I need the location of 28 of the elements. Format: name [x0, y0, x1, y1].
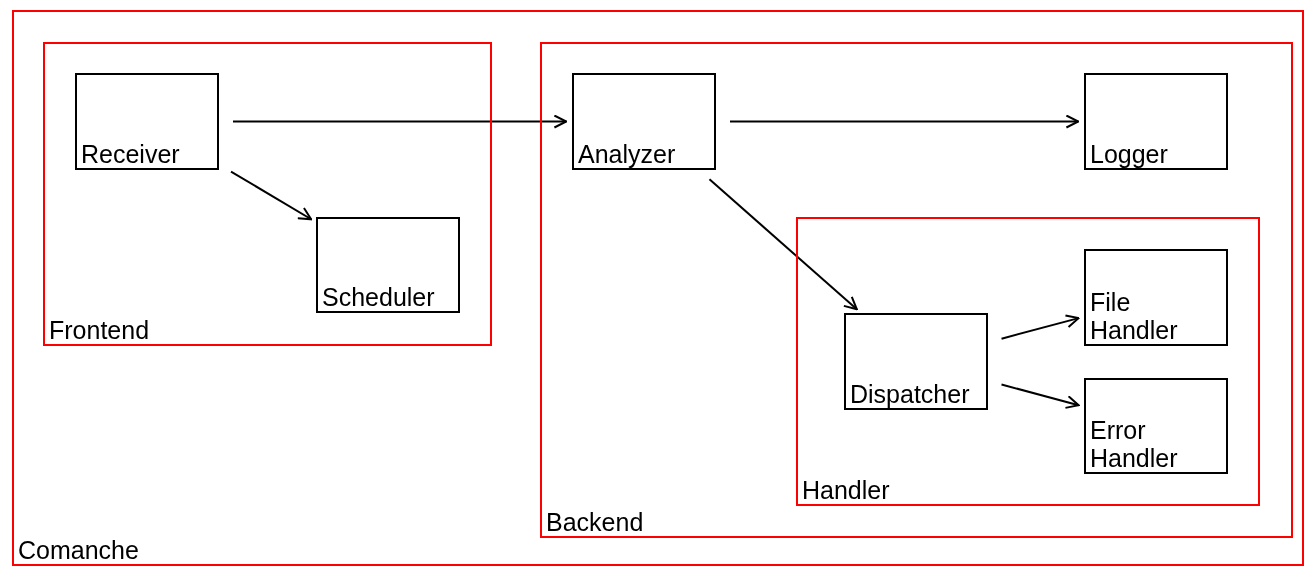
container-box: [12, 10, 1304, 566]
node-label: File Handler: [1090, 288, 1179, 344]
component-box: [1084, 249, 1228, 346]
arrow: [708, 178, 858, 311]
group-label: Handler: [802, 476, 890, 504]
container-box: [43, 42, 492, 346]
component-box: [316, 217, 460, 313]
node-label: Scheduler: [322, 283, 435, 311]
arrow: [230, 170, 313, 221]
container-box: [796, 217, 1260, 506]
component-box: [844, 313, 988, 410]
node-label: Error Handler: [1090, 416, 1179, 472]
arrow: [232, 114, 568, 129]
component-box: [75, 73, 219, 170]
arrow: [1000, 383, 1080, 409]
node-label: Dispatcher: [850, 380, 970, 408]
arrow: [729, 114, 1080, 129]
group-label: Frontend: [49, 316, 150, 344]
arrow: [1000, 314, 1080, 340]
node-label: Receiver: [81, 140, 180, 168]
container-box: [540, 42, 1293, 538]
node-label: Logger: [1090, 140, 1168, 168]
group-label: Comanche: [18, 536, 139, 564]
component-box: [1084, 73, 1228, 170]
node-label: Analyzer: [578, 140, 676, 168]
group-label: Backend: [546, 508, 644, 536]
component-box: [572, 73, 716, 170]
component-box: [1084, 378, 1228, 474]
